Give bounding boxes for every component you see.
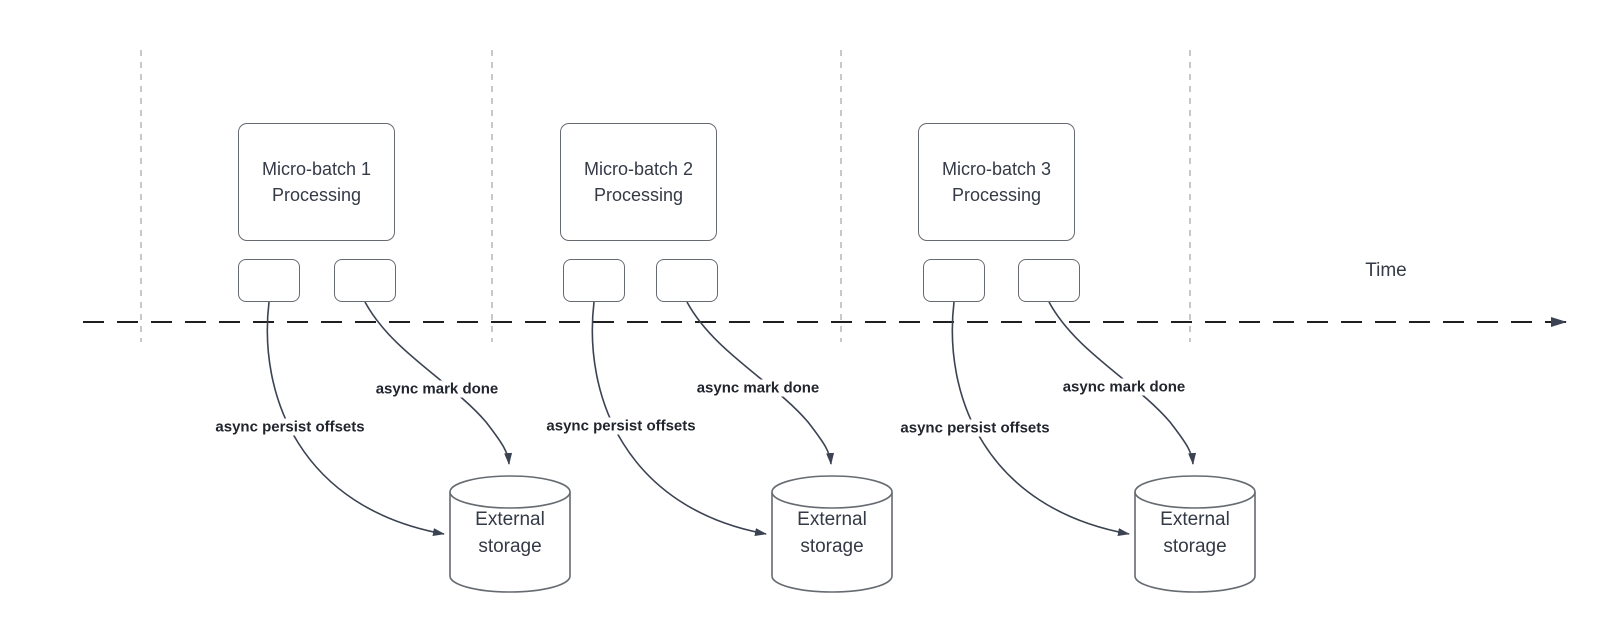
micro-batch-2-processing-box: Micro-batch 2 Processing: [560, 123, 717, 241]
mark-done-arrow-2: [686, 301, 835, 465]
persist-offsets-label-2: async persist offsets: [544, 417, 698, 435]
external-storage-label-1: External storage: [475, 509, 545, 557]
external-storage-cylinder-2: [771, 475, 893, 593]
micro-batch-2-offsets-task-box: [563, 259, 625, 302]
time-axis-label: Time: [1365, 260, 1407, 281]
mark-done-arrow-1: [364, 301, 513, 465]
mark-done-arrow-3: [1048, 301, 1197, 465]
micro-batch-1-offsets-task-box: [238, 259, 300, 302]
micro-batch-3-title: Micro-batch 3 Processing: [941, 159, 1052, 205]
mark-done-label-1: async mark done: [373, 380, 501, 398]
persist-offsets-arrow-1: [266, 301, 445, 536]
mark-done-label-2: async mark done: [694, 379, 822, 397]
external-storage-label-2: External storage: [797, 509, 867, 557]
micro-batch-1-title: Micro-batch 1 Processing: [261, 159, 372, 205]
persist-offsets-arrow-2: [591, 301, 767, 536]
micro-batch-3-offsets-task-box: [923, 259, 985, 302]
micro-batch-2-title: Micro-batch 2 Processing: [583, 159, 694, 205]
mark-done-label-3: async mark done: [1060, 378, 1188, 396]
micro-batch-3-done-task-box: [1018, 259, 1080, 302]
external-storage-cylinder-3: [1134, 475, 1256, 593]
persist-offsets-arrow-3: [951, 301, 1130, 536]
persist-offsets-label-1: async persist offsets: [213, 418, 367, 436]
persist-offsets-label-3: async persist offsets: [898, 419, 1052, 437]
micro-batch-3-processing-box: Micro-batch 3 Processing: [918, 123, 1075, 241]
micro-batch-1-processing-box: Micro-batch 1 Processing: [238, 123, 395, 241]
micro-batch-2-done-task-box: [656, 259, 718, 302]
micro-batch-1-done-task-box: [334, 259, 396, 302]
external-storage-label-3: External storage: [1160, 509, 1230, 557]
external-storage-cylinder-1: [449, 475, 571, 593]
